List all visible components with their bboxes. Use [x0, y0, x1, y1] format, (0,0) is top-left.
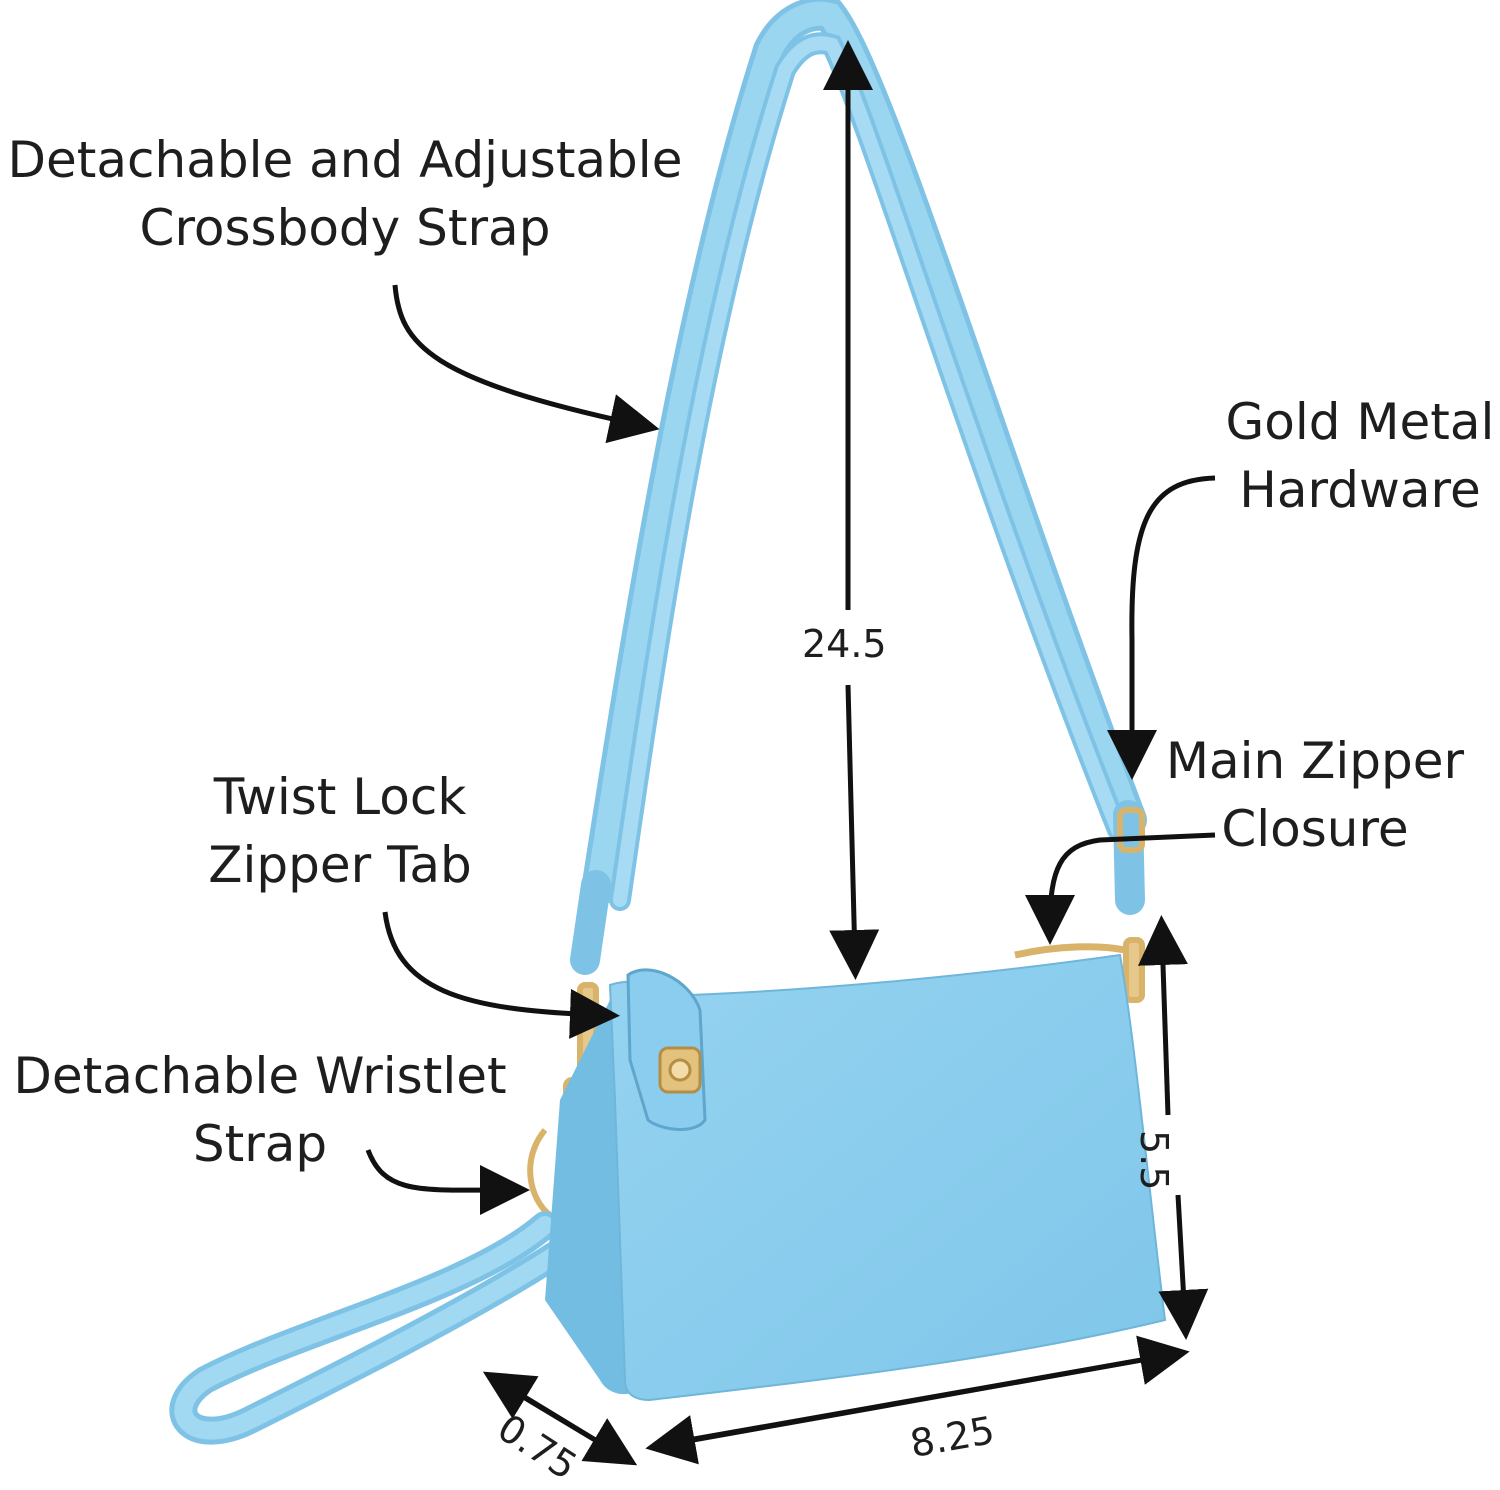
- gold-hardware-label: Gold Metal Hardware: [1215, 388, 1500, 524]
- zipper-track: [1014, 943, 1126, 959]
- wristlet-strap-line2: Strap: [192, 1115, 328, 1173]
- gold-hardware-line2: Hardware: [1239, 461, 1481, 519]
- bag-body: [608, 953, 1167, 1402]
- wristlet-strap: [169, 1211, 569, 1445]
- twist-lock-label: Twist Lock Zipper Tab: [195, 763, 485, 899]
- main-zipper-label: Main Zipper Closure: [1155, 727, 1475, 863]
- annotation-arrows: [365, 40, 1216, 1466]
- twist-lock: [658, 1046, 702, 1094]
- crossbody-strap: [570, 0, 1147, 975]
- strap-drop-dimension: 24.5: [802, 622, 887, 666]
- height-dimension: 5.5: [1132, 1130, 1176, 1191]
- crossbody-strap-line1: Detachable and Adjustable: [7, 131, 683, 189]
- twist-lock-line1: Twist Lock: [213, 768, 467, 826]
- crossbody-strap-line2: Crossbody Strap: [139, 199, 551, 257]
- crossbody-strap-label: Detachable and Adjustable Crossbody Stra…: [0, 126, 690, 262]
- wristlet-strap-line1: Detachable Wristlet: [13, 1047, 507, 1105]
- gold-hardware-line1: Gold Metal: [1225, 393, 1495, 451]
- twist-lock-line2: Zipper Tab: [208, 836, 472, 894]
- wristlet-strap-label: Detachable Wristlet Strap: [0, 1042, 520, 1178]
- main-zipper-line2: Closure: [1221, 800, 1409, 858]
- main-zipper-line1: Main Zipper: [1165, 732, 1465, 790]
